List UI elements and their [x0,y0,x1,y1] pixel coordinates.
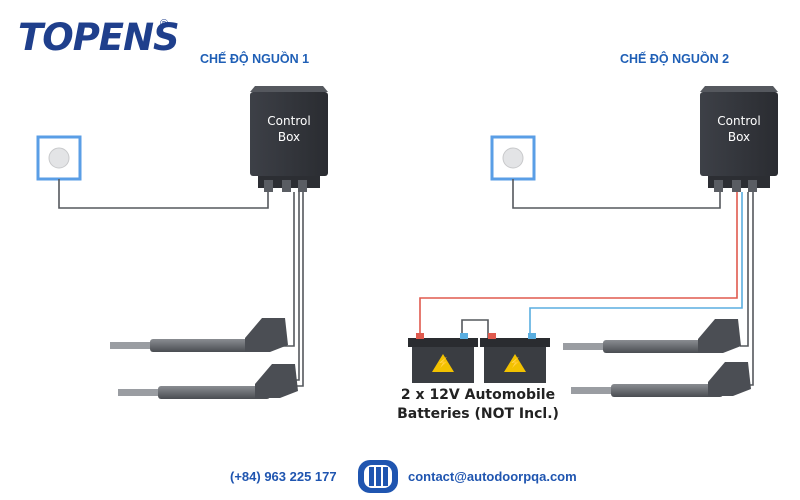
battery-positive-wire [419,192,738,338]
battery-2 [480,333,550,383]
batteries-caption-line2: Batteries (NOT Incl.) [397,406,559,422]
registered-mark: ® [160,18,169,30]
power-cable-2 [512,179,721,209]
autodoor-icon [358,460,398,493]
power-cable-1 [58,179,269,209]
wall-socket-2 [490,135,536,181]
warning-icon: ⚡ [509,358,522,369]
actuator-2a [563,319,741,353]
actuator-2b [571,362,751,397]
wall-socket-1 [36,135,82,181]
control-box-1-label: Control Box [252,113,326,145]
contact-email[interactable]: contact@autodoorpqa.com [408,469,577,484]
control-box-2 [700,86,778,192]
control-box-1-label-line1: Control [267,114,311,128]
batteries-caption: 2 x 12V Automobile Batteries (NOT Incl.) [388,386,568,424]
warning-icon: ⚡ [437,358,450,369]
control-box-2-label: Control Box [702,113,776,145]
control-box-2-label-line2: Box [727,130,751,144]
topens-logo: TOPENS [18,16,180,59]
contact-phone[interactable]: (+84) 963 225 177 [230,469,337,484]
battery-1 [408,333,478,383]
control-box-1 [250,86,328,192]
actuator-1a [110,318,288,352]
actuator-1b [118,364,298,399]
mode-2-title: CHẾ ĐỘ NGUỒN 2 [620,52,730,66]
battery-negative-wire [529,192,743,338]
batteries-caption-line1: 2 x 12V Automobile [400,387,556,403]
control-box-1-label-line2: Box [277,130,301,144]
control-box-2-label-line1: Control [717,114,761,128]
mode-1-title: CHẾ ĐỘ NGUỒN 1 [200,52,310,66]
